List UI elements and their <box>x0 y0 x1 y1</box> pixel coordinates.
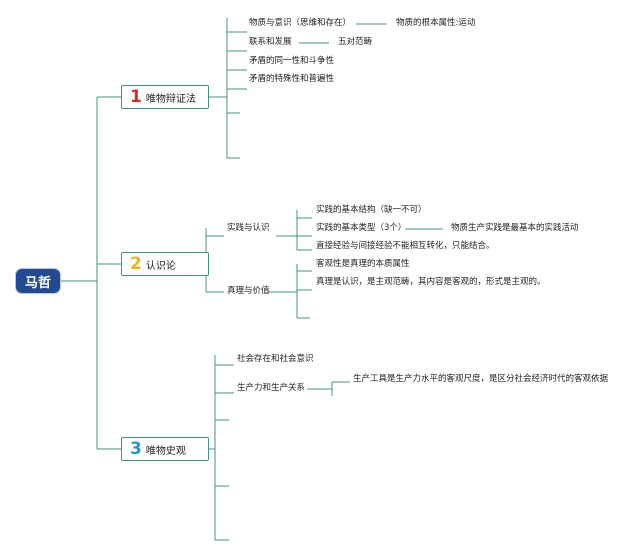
link-b2-g1 <box>276 210 312 251</box>
b1-item-4[interactable]: 矛盾的特殊性和普遍性 <box>249 74 335 84</box>
branch-node-1[interactable]: 1 唯物辩证法 <box>121 85 209 109</box>
branch-label-3: 唯物史观 <box>145 445 186 457</box>
b2-g2-item-2[interactable]: 真理是认识，是主观范畴，其内容是客观的，形式是主观的。 <box>316 277 546 287</box>
b1-item-2-note[interactable]: 五对范畴 <box>338 37 373 47</box>
branch-number-3: 3 <box>130 439 142 459</box>
b3-item-2-sub[interactable]: 生产工具是生产力水平的客观尺度，是区分社会经济时代的客观依据 <box>353 374 609 384</box>
root-label: 马哲 <box>24 275 51 291</box>
b1-item-1-note[interactable]: 物质的根本属性:运动 <box>396 18 476 28</box>
b3-item-1[interactable]: 社会存在和社会意识 <box>237 354 314 364</box>
link-b3-items <box>215 364 234 541</box>
b2-group-2[interactable]: 真理与价值 <box>227 286 270 296</box>
b2-g1-item-2[interactable]: 实践的基本类型（3个） <box>316 223 407 233</box>
link-root-trunk <box>61 97 98 449</box>
root-node[interactable]: 马哲 <box>15 268 61 294</box>
branch-node-2[interactable]: 2 认识论 <box>121 252 209 276</box>
b2-g1-item-3[interactable]: 直接经验与间接经验不能相互转化，只能结合。 <box>316 241 495 251</box>
branch-node-3[interactable]: 3 唯物史观 <box>121 437 209 461</box>
link-b1-notes <box>299 23 387 44</box>
b2-g1-item-2-note[interactable]: 物质生产实践是最基本的实践活动 <box>451 223 579 233</box>
link-b1-items <box>227 31 247 159</box>
b2-g2-item-1[interactable]: 客观性是真理的本质属性 <box>316 259 410 269</box>
branch-label-1: 唯物辩证法 <box>145 93 196 105</box>
branch-number-1: 1 <box>130 87 142 107</box>
link-b1-bracket <box>209 18 228 158</box>
link-b2-groups <box>206 235 224 293</box>
b2-g1-item-1[interactable]: 实践的基本结构（缺一不可） <box>316 205 427 215</box>
branch-number-2: 2 <box>130 254 142 274</box>
link-b2-g2 <box>268 264 312 319</box>
b1-item-1[interactable]: 物质与意识（思维和存在） <box>249 18 352 28</box>
link-b3-sub <box>307 381 350 396</box>
link-b3-bracket <box>209 355 216 540</box>
b1-item-3[interactable]: 矛盾的同一性和斗争性 <box>249 56 335 66</box>
b1-item-2[interactable]: 联系和发展 <box>249 37 292 47</box>
b3-item-2[interactable]: 生产力和生产关系 <box>237 383 306 393</box>
branch-label-2: 认识论 <box>145 260 176 272</box>
b2-group-1[interactable]: 实践与认识 <box>227 223 270 233</box>
